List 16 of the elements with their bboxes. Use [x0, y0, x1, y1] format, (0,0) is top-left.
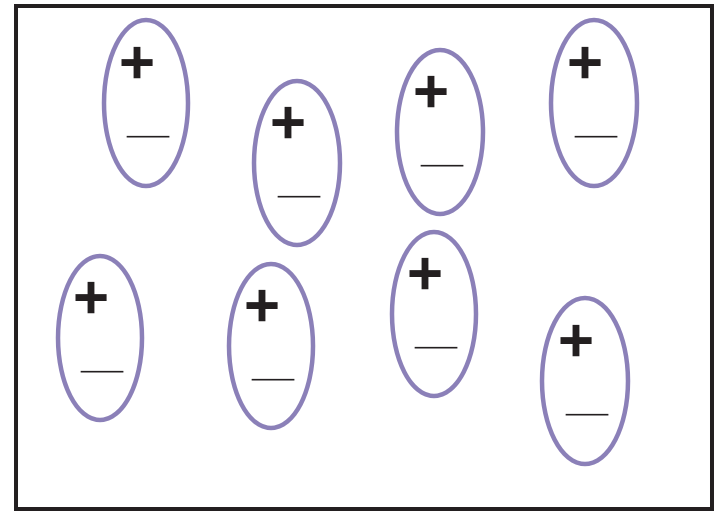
- plus-sign: +: [410, 258, 441, 290]
- minus-sign: −: [252, 378, 294, 380]
- plus-sign: +: [122, 46, 153, 78]
- minus-sign: −: [420, 164, 464, 166]
- minus-sign: −: [566, 414, 608, 416]
- minus-sign: −: [414, 346, 458, 348]
- plus-sign: +: [246, 290, 278, 322]
- minus-sign: −: [126, 136, 170, 138]
- minus-sign: −: [80, 370, 124, 372]
- plus-sign: +: [272, 106, 304, 138]
- plus-sign: +: [416, 76, 447, 108]
- plus-sign: +: [560, 324, 592, 356]
- minus-sign: −: [574, 136, 618, 138]
- plus-sign: +: [76, 282, 107, 314]
- minus-sign: −: [278, 196, 320, 198]
- plus-sign: +: [570, 46, 601, 78]
